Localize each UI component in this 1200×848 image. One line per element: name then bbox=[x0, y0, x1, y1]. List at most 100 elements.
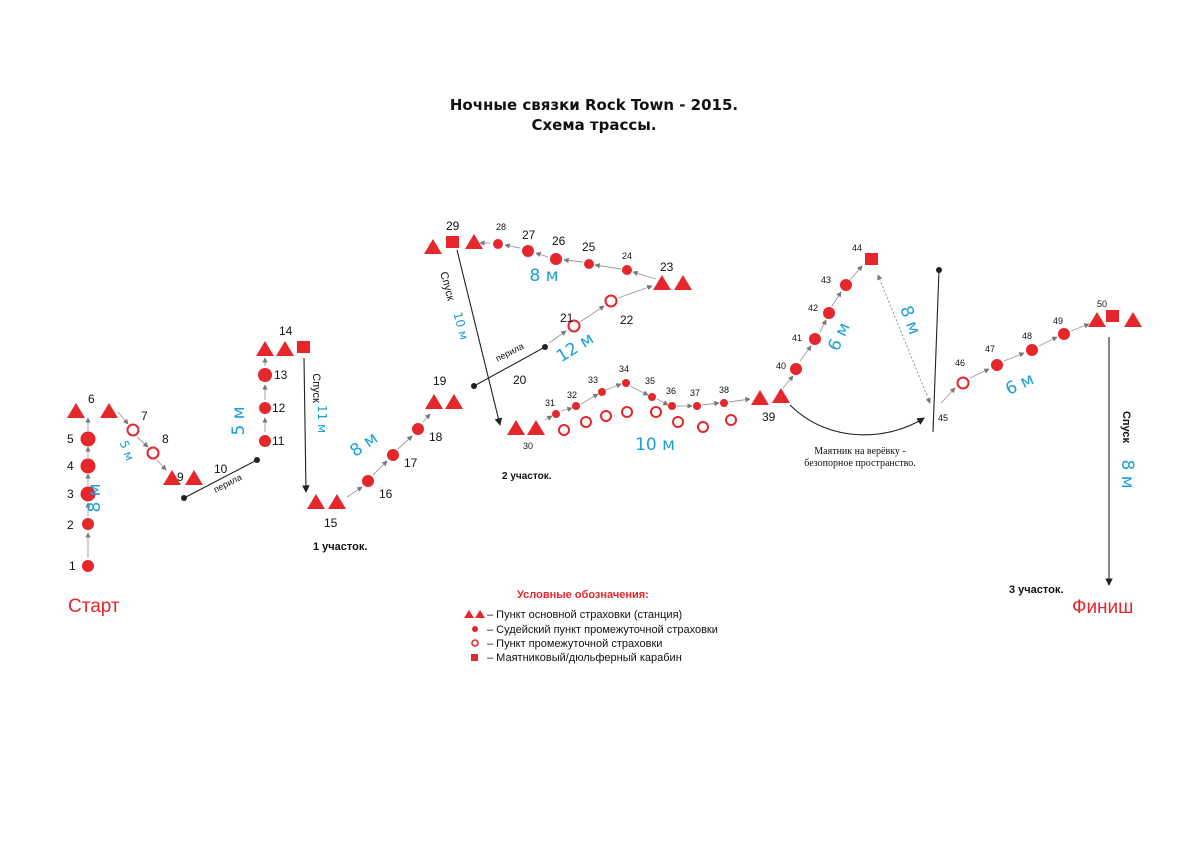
point-3-label: 3 bbox=[67, 487, 74, 501]
point-35-label: 35 bbox=[645, 376, 655, 386]
distance-46-49: 6 м bbox=[1002, 369, 1037, 399]
point-17-label: 17 bbox=[404, 456, 418, 470]
point-34 bbox=[622, 379, 630, 387]
point-4 bbox=[80, 458, 96, 474]
pendulum-label-line2: безопорное пространство. bbox=[804, 458, 915, 469]
legend-text-intermediate-point: – Пункт промежуточной страховки bbox=[487, 638, 662, 650]
point-33-label: 33 bbox=[588, 375, 598, 385]
station-14 bbox=[256, 341, 294, 356]
point-47 bbox=[991, 359, 1003, 371]
distance-40-43: 6 м bbox=[824, 319, 854, 354]
point-7 bbox=[126, 423, 140, 437]
point-22 bbox=[604, 294, 618, 308]
point-24-label: 24 bbox=[622, 251, 632, 261]
point-26 bbox=[550, 253, 562, 265]
point-49-label: 49 bbox=[1053, 316, 1063, 326]
route-markers bbox=[67, 234, 1142, 572]
legend-item-judge-point: – Судейский пункт промежуточной страховк… bbox=[472, 624, 718, 636]
distance-1-6: 8 м bbox=[85, 483, 105, 512]
point-12-label: 12 bbox=[272, 401, 286, 415]
diagram-title: Ночные связки Rock Town - 2015. bbox=[450, 96, 738, 114]
point-32-label: 32 bbox=[567, 390, 577, 400]
point-44-label: 44 bbox=[852, 243, 862, 253]
pendulum-label-line1: Маятник на верёвку - bbox=[814, 446, 905, 457]
point-26-label: 26 bbox=[552, 234, 566, 248]
descent-label-29: Спуск bbox=[437, 270, 456, 302]
point-41-label: 41 bbox=[792, 333, 802, 343]
point-27-label: 27 bbox=[522, 228, 536, 242]
point-12 bbox=[259, 402, 271, 414]
point-10-label: 10 bbox=[214, 462, 228, 476]
point-39-label: 39 bbox=[762, 410, 776, 424]
point-1-label: 1 bbox=[69, 559, 76, 573]
point-30-ring-5 bbox=[650, 406, 662, 418]
point-37-label: 37 bbox=[690, 388, 700, 398]
distance-31-38: 10 м bbox=[635, 435, 675, 455]
distance-7-8: 5 м bbox=[117, 439, 137, 463]
point-43-label: 43 bbox=[821, 275, 831, 285]
distance-20-21: 12 м bbox=[553, 329, 597, 367]
point-29-label: 29 bbox=[446, 219, 460, 233]
point-42-label: 42 bbox=[808, 303, 818, 313]
descent-label-14: Спуск bbox=[310, 373, 322, 403]
point-21-label: 21 bbox=[560, 311, 574, 325]
point-36 bbox=[668, 402, 676, 410]
point-36-label: 36 bbox=[666, 386, 676, 396]
point-18-label: 18 bbox=[429, 430, 443, 444]
point-18 bbox=[412, 423, 424, 435]
point-19-label: 19 bbox=[433, 374, 447, 388]
distance-16-18: 8 м bbox=[346, 428, 381, 461]
point-42 bbox=[823, 307, 835, 319]
legend: Условные обозначения: – Пункт основной с… bbox=[464, 589, 718, 664]
legend-text-judge-point: – Судейский пункт промежуточной страховк… bbox=[487, 624, 718, 636]
point-48 bbox=[1026, 344, 1038, 356]
point-20-anchor-end bbox=[542, 344, 548, 350]
point-11 bbox=[259, 435, 271, 447]
point-30-ring-2 bbox=[580, 416, 592, 428]
start-label: Старт bbox=[68, 596, 120, 617]
filled-dot-icon bbox=[472, 626, 478, 632]
point-32 bbox=[572, 402, 580, 410]
point-30-ring-7 bbox=[697, 421, 709, 433]
point-30-ring-6 bbox=[672, 416, 684, 428]
station-50 bbox=[1088, 312, 1142, 327]
point-28 bbox=[493, 239, 503, 249]
distance-11-13: 5 м bbox=[229, 406, 249, 435]
point-33 bbox=[598, 388, 606, 396]
route-lines bbox=[85, 240, 1113, 586]
point-30-ring-8 bbox=[725, 414, 737, 426]
station-15 bbox=[307, 494, 346, 509]
station-39 bbox=[751, 388, 790, 405]
point-31 bbox=[552, 410, 560, 418]
carabiner-14 bbox=[297, 341, 310, 353]
point-48-label: 48 bbox=[1022, 331, 1032, 341]
point-20-anchor bbox=[471, 383, 477, 389]
point-40 bbox=[790, 363, 802, 375]
square-icon bbox=[471, 654, 478, 661]
legend-text-carabiner: – Маятниковый/дюльферный карабин bbox=[487, 652, 682, 664]
open-ring-icon bbox=[471, 639, 479, 647]
point-10-anchor bbox=[181, 495, 187, 501]
point-38-label: 38 bbox=[719, 385, 729, 395]
legend-item-carabiner: – Маятниковый/дюльферный карабин bbox=[471, 652, 682, 664]
descent-label-50: Спуск bbox=[1120, 411, 1132, 444]
point-2-label: 2 bbox=[67, 518, 74, 532]
point-43 bbox=[840, 279, 852, 291]
point-15-label: 15 bbox=[324, 516, 338, 530]
legend-text-station: – Пункт основной страховки (станция) bbox=[487, 609, 682, 621]
section-2-label: 2 участок. bbox=[502, 471, 552, 482]
point-24 bbox=[622, 265, 632, 275]
point-40-label: 40 bbox=[776, 361, 786, 371]
station-30 bbox=[507, 420, 545, 435]
point-13 bbox=[258, 368, 272, 382]
station-6 bbox=[67, 403, 118, 418]
point-20-label: 20 bbox=[513, 373, 527, 387]
distance-23-27: 8 м bbox=[529, 266, 558, 286]
point-23-label: 23 bbox=[660, 260, 674, 274]
point-10-anchor-end bbox=[254, 457, 260, 463]
legend-item-station: – Пункт основной страховки (станция) bbox=[464, 609, 682, 621]
point-8 bbox=[146, 446, 160, 460]
legend-title: Условные обозначения: bbox=[517, 589, 649, 601]
distance-50-finish: 8 м bbox=[1117, 459, 1137, 488]
carabiner-50 bbox=[1106, 310, 1119, 322]
